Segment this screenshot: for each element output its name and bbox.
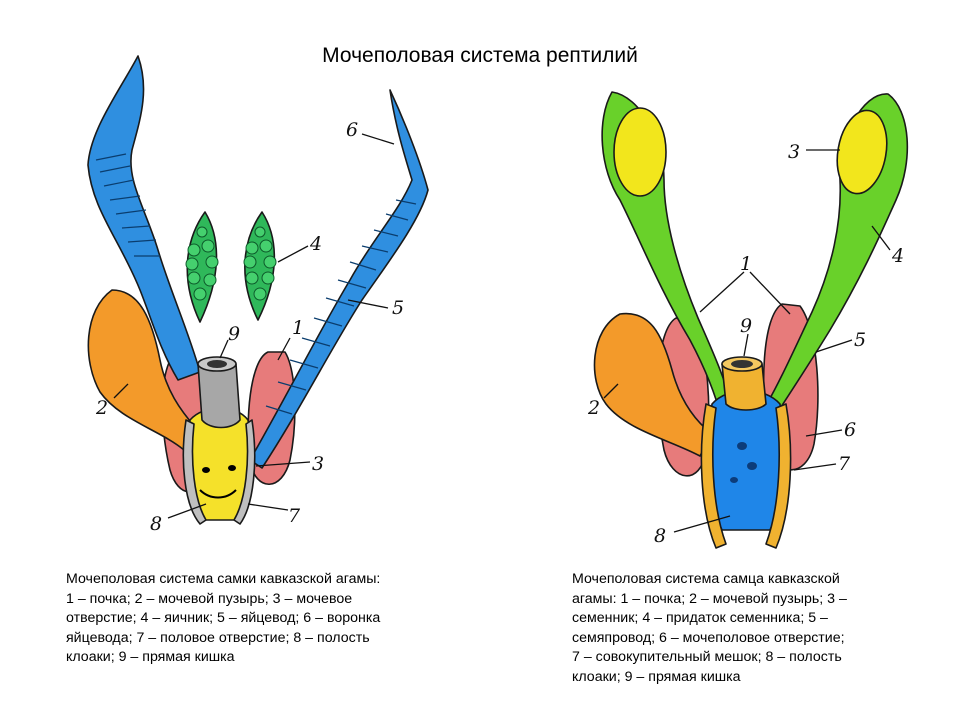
male-label-6: 6 (844, 419, 856, 441)
female-oviduct-left (87, 55, 201, 381)
female-label-2: 2 (95, 397, 108, 419)
male-rectum (721, 363, 767, 411)
female-label-4: 4 (309, 233, 322, 255)
male-label-2: 2 (587, 397, 600, 419)
female-oviduct-right (249, 89, 429, 469)
page-title: Мочеполовая система рептилий (322, 44, 638, 67)
male-label-3: 3 (788, 141, 800, 163)
male-label-4: 4 (891, 245, 904, 267)
male-bladder (593, 312, 713, 457)
male-label-7: 7 (838, 453, 851, 475)
female-label-6: 6 (346, 119, 358, 141)
male-label-5: 5 (854, 329, 866, 351)
male-caption: Мочеполовая система самца кавказской ага… (572, 571, 847, 685)
male-label-1: 1 (740, 253, 752, 275)
male-label-9: 9 (740, 315, 752, 337)
male-testis-left (613, 107, 667, 197)
female-rectum (197, 363, 241, 429)
female-label-5: 5 (392, 297, 404, 319)
male-cloaca (708, 389, 784, 531)
female-caption: Мочеполовая система самки кавказской ага… (66, 571, 381, 665)
female-label-3: 3 (312, 453, 324, 475)
female-diagram: 1 2 3 4 5 6 7 8 9 (87, 55, 429, 535)
female-ovary-left (185, 211, 219, 323)
male-diagram: 1 2 3 4 5 6 7 8 9 (587, 91, 909, 549)
female-ovary-right (243, 211, 277, 321)
female-label-8: 8 (150, 513, 162, 535)
male-label-8: 8 (654, 525, 666, 547)
male-testis-right (836, 109, 888, 195)
female-label-1: 1 (292, 317, 304, 339)
female-label-7: 7 (288, 505, 301, 527)
female-label-9: 9 (228, 323, 240, 345)
